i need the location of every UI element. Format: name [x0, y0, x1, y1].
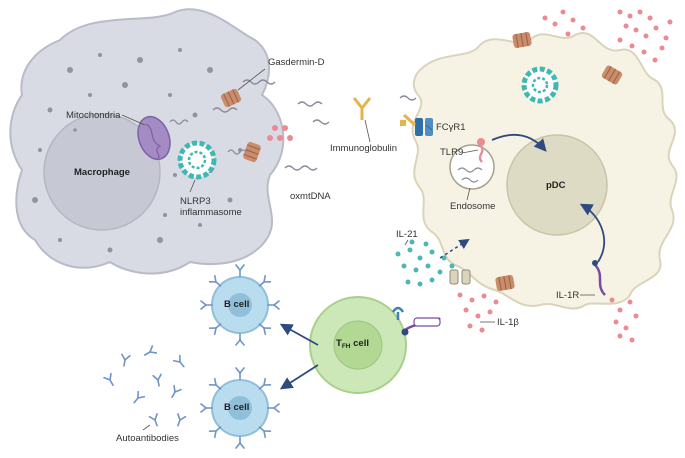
- mitochondrion: [137, 115, 171, 161]
- tfh-il1r-receptor: [401, 317, 441, 336]
- pdc-surface-receptor: [449, 269, 471, 285]
- label-il1b: IL-1β: [497, 317, 519, 328]
- tlr9-receptor: [477, 138, 485, 163]
- il1b-dots-tfh: [457, 292, 499, 333]
- nlrp3-inflammasome-icon: [177, 140, 217, 180]
- macrophage-cell: [9, 8, 285, 275]
- autoantibodies: [103, 345, 188, 428]
- label-gasdermin-d: Gasdermin-D: [268, 57, 325, 68]
- il1b-dots-il1r: [609, 297, 639, 343]
- b-cell-top: [200, 264, 280, 346]
- pdc-cell: [400, 31, 678, 310]
- oxmtdna-fragments: [169, 79, 417, 171]
- label-tfh-cell: TFH cell: [336, 338, 369, 352]
- label-mitochondria: Mitochondria: [66, 110, 121, 121]
- macrophage-nucleus: [43, 113, 161, 231]
- il1b-dots-pdc-top: [542, 9, 673, 63]
- il21-dots: [395, 239, 455, 287]
- label-tfh-sub: FH: [341, 343, 351, 350]
- tfh-cell: [309, 296, 441, 394]
- label-fcgr1: FCγR1: [436, 122, 466, 133]
- il1r-to-nucleus-arrow: [579, 203, 605, 263]
- label-b-cell-top: B cell: [224, 299, 250, 310]
- label-endosome: Endosome: [450, 201, 496, 212]
- tlr9-to-nucleus-arrow: [491, 133, 547, 152]
- fcgr1-receptor: [400, 113, 433, 136]
- nlrp3-inflammasome-pdc-icon: [521, 66, 559, 104]
- tfh-to-bcell-top-arrow: [279, 323, 319, 346]
- label-nlrp3-line1: NLRP3: [180, 196, 211, 207]
- label-oxmtdna: oxmtDNA: [290, 191, 331, 202]
- macrophage-granules: [32, 48, 242, 253]
- endosome: [449, 144, 495, 190]
- il1b-dots-macrophage: [267, 125, 293, 141]
- label-tfh-suffix: cell: [350, 338, 369, 349]
- il1r-receptor: [592, 260, 606, 296]
- label-il21: IL-21: [396, 229, 418, 240]
- label-tlr9: TLR9: [440, 147, 464, 158]
- label-autoantibodies: Autoantibodies: [116, 433, 179, 444]
- label-macrophage: Macrophage: [74, 167, 130, 178]
- label-nlrp3-line2: inflammasome: [180, 207, 242, 218]
- b-cell-bottom: [200, 367, 280, 449]
- label-pdc: pDC: [546, 180, 566, 191]
- leader-lines: [121, 68, 595, 431]
- label-immunoglobulin: Immunoglobulin: [330, 143, 398, 154]
- label-il1r: IL-1R: [556, 290, 580, 301]
- label-b-cell-bottom: B cell: [224, 402, 250, 413]
- tfh-il21-receptor: [391, 306, 405, 320]
- tfh-to-bcell-bottom-arrow: [279, 364, 319, 390]
- label-tfh-main: T: [336, 338, 342, 349]
- immunoglobulin-icon: [352, 97, 372, 120]
